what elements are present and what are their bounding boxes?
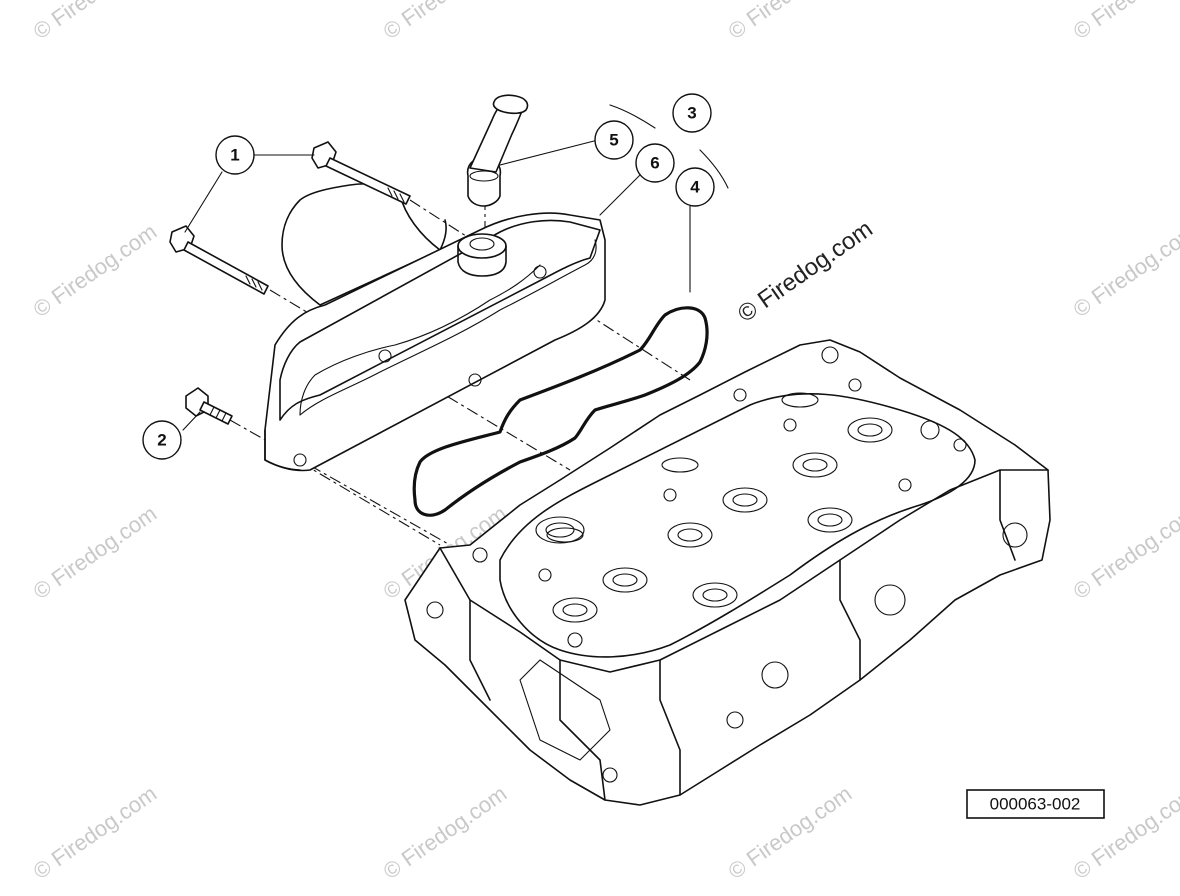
cylinder-head: [404, 339, 1051, 806]
long-bolt-upper: [311, 141, 411, 205]
callout-4-label: 4: [690, 178, 700, 197]
long-bolt-lower: [169, 225, 269, 295]
breather-fitting: [466, 94, 529, 207]
watermark-faint: © Firedog.com: [1069, 0, 1180, 44]
watermark-faint: © Firedog.com: [29, 781, 162, 884]
watermark-faint: © Firedog.com: [1069, 219, 1180, 322]
leader-lines: [182, 104, 729, 431]
callout-6: 6: [635, 143, 675, 183]
short-bolt: [185, 387, 233, 425]
callout-1: 1: [215, 135, 255, 175]
callout-5-label: 5: [609, 131, 618, 150]
callout-4: 4: [675, 167, 715, 207]
callout-1-label: 1: [230, 146, 239, 165]
reference-code-box: 000063-002: [966, 789, 1105, 819]
watermark-faint: © Firedog.com: [379, 781, 512, 884]
callout-3-label: 3: [687, 104, 696, 123]
watermark-faint: © Firedog.com: [1069, 501, 1180, 604]
callout-3: 3: [672, 93, 712, 133]
watermark-faint: © Firedog.com: [29, 0, 162, 44]
callout-6-label: 6: [650, 154, 659, 173]
callout-2: 2: [142, 420, 182, 460]
valve-cover: [264, 183, 606, 472]
watermark-faint: © Firedog.com: [379, 0, 512, 44]
gasket: [412, 306, 709, 517]
callout-2-label: 2: [157, 431, 166, 450]
callout-5: 5: [594, 120, 634, 160]
reference-code: 000063-002: [990, 795, 1081, 814]
watermark-faint: © Firedog.com: [29, 501, 162, 604]
watermark-faint: © Firedog.com: [724, 781, 857, 884]
watermark-faint: © Firedog.com: [724, 0, 857, 44]
watermark-faint: © Firedog.com: [29, 219, 162, 322]
watermark-main: © Firedog.com: [733, 215, 878, 328]
